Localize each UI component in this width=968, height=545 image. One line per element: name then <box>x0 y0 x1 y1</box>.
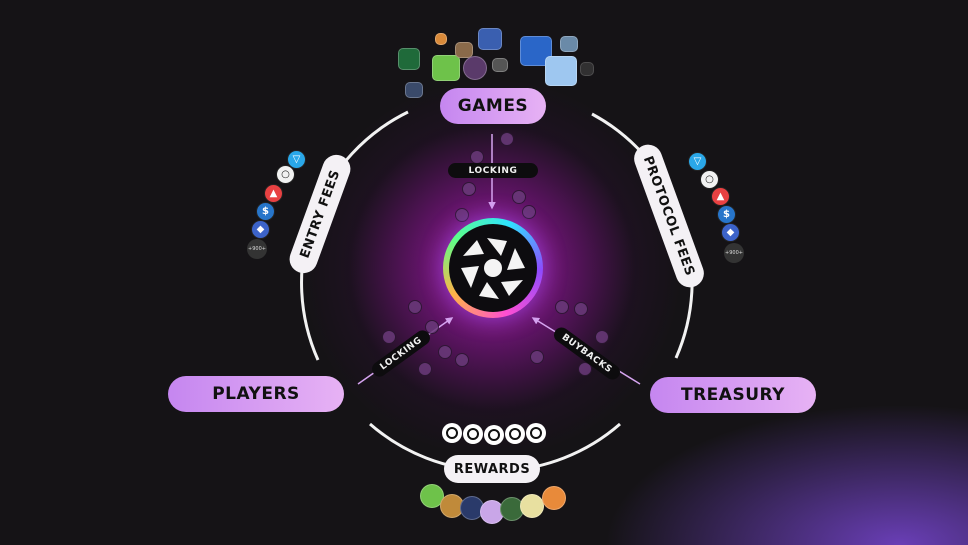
treasury-node: TREASURY <box>650 377 816 413</box>
token-count-right: +900+ <box>724 243 744 263</box>
game-app-icon <box>455 42 473 58</box>
game-app-icon <box>478 28 502 50</box>
mini-token <box>408 300 422 314</box>
game-app-icon <box>398 48 420 70</box>
mini-token <box>578 362 592 376</box>
mini-token <box>574 302 588 316</box>
mini-token <box>522 205 536 219</box>
usdc-icon: $ <box>256 202 275 221</box>
mini-token <box>512 190 526 204</box>
ethereum-icon: ◆ <box>721 223 740 242</box>
game-app-icon <box>492 58 508 72</box>
game-app-icon <box>435 33 447 45</box>
mini-token <box>555 300 569 314</box>
mini-token <box>595 330 609 344</box>
game-app-icon <box>463 56 487 80</box>
games-node: GAMES <box>440 88 546 124</box>
mini-token <box>530 350 544 364</box>
usdc-icon: $ <box>717 205 736 224</box>
ethereum-icon: ◆ <box>251 220 270 239</box>
mini-token <box>425 320 439 334</box>
logo-icon <box>461 238 525 299</box>
game-app-icon <box>560 36 578 52</box>
token-count-left: +900+ <box>247 239 267 259</box>
coin-icon <box>505 424 525 444</box>
mini-token <box>418 362 432 376</box>
ton-icon: ▽ <box>287 150 306 169</box>
core-logo <box>443 218 543 318</box>
game-app-icon <box>520 494 544 518</box>
coin-icon: ○ <box>700 170 719 189</box>
mini-token <box>500 132 514 146</box>
players-node: PLAYERS <box>168 376 344 412</box>
coin-icon <box>463 424 483 444</box>
mini-token <box>382 330 396 344</box>
coin-icon <box>526 423 546 443</box>
coin-icon: ○ <box>276 165 295 184</box>
coin-icon <box>442 423 462 443</box>
mini-token <box>438 345 452 359</box>
mini-token <box>462 182 476 196</box>
locking-top-label: LOCKING <box>448 163 538 178</box>
game-app-icon <box>545 56 577 86</box>
game-app-icon <box>542 486 566 510</box>
game-app-icon <box>580 62 594 76</box>
rewards-label: REWARDS <box>444 455 540 483</box>
ton-icon: ▽ <box>688 152 707 171</box>
mini-token <box>470 150 484 164</box>
game-app-icon <box>405 82 423 98</box>
avalanche-icon: ▲ <box>264 184 283 203</box>
game-app-icon <box>432 55 460 81</box>
avalanche-icon: ▲ <box>711 187 730 206</box>
mini-token <box>455 353 469 367</box>
coin-icon <box>484 425 504 445</box>
mini-token <box>455 208 469 222</box>
